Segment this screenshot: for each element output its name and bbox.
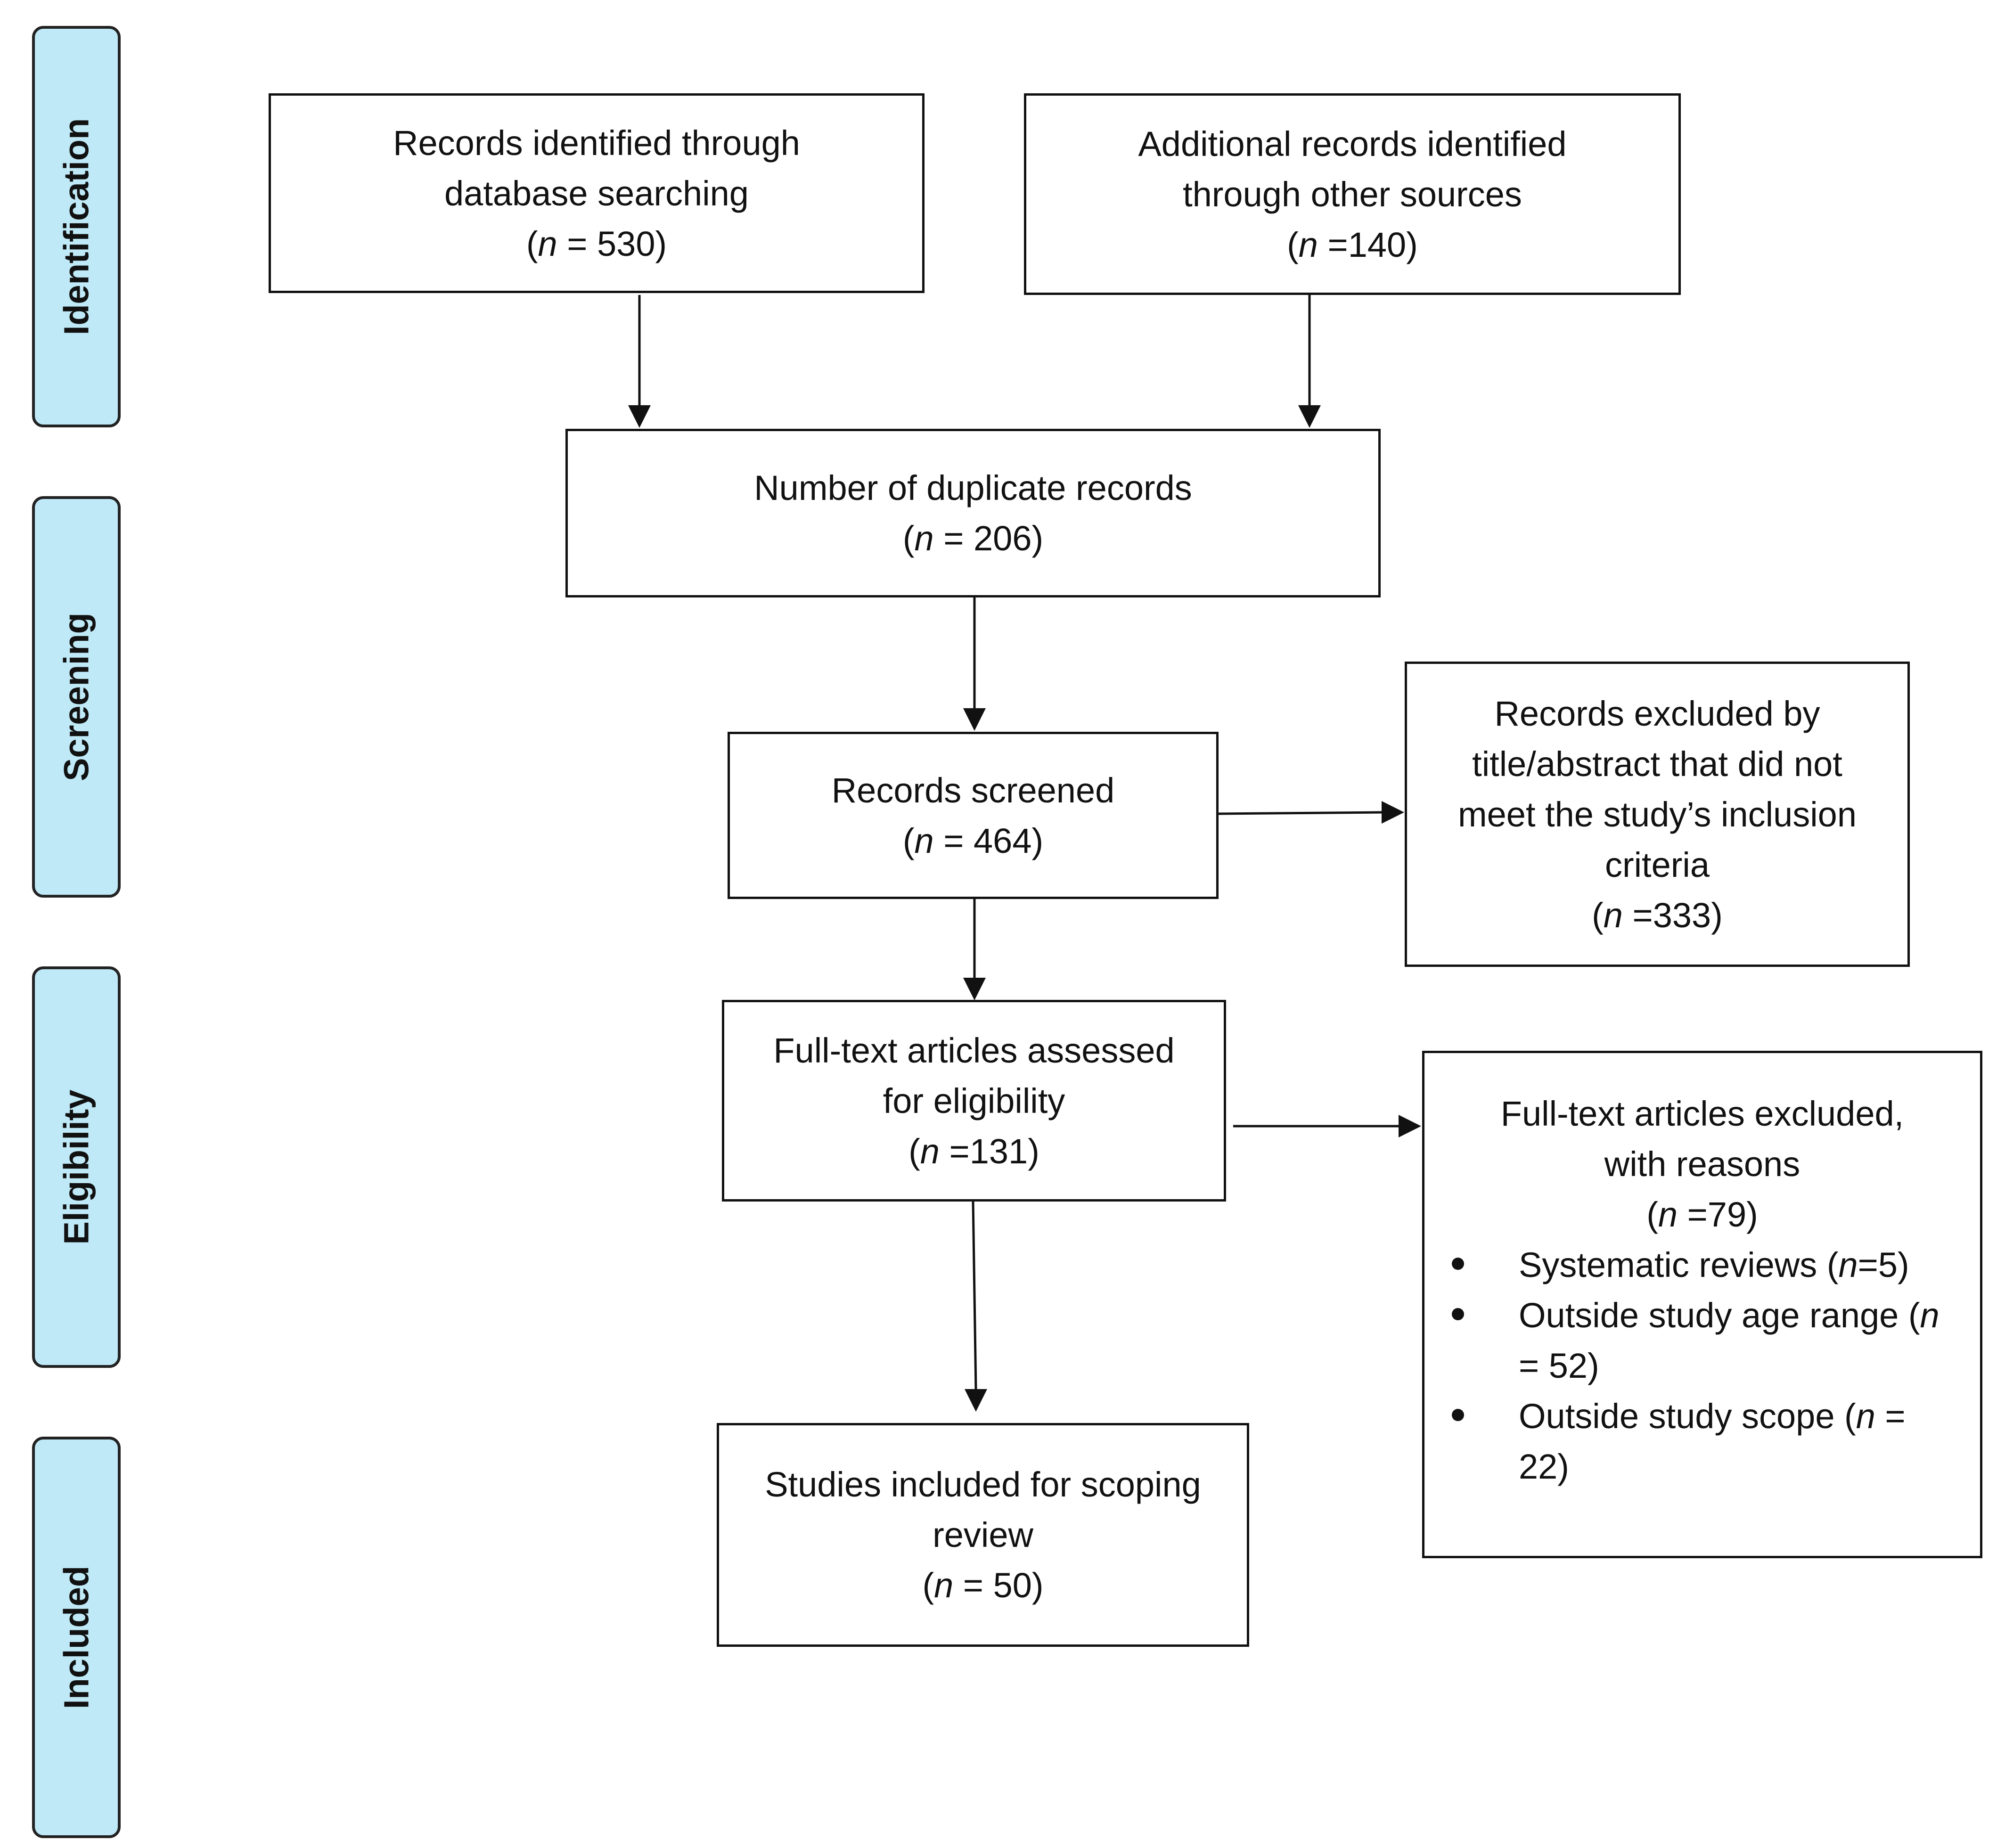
box-text: meet the study’s inclusion (1458, 794, 1857, 834)
arrow-fulltext-to-included (972, 1201, 977, 1390)
box-text: for eligibility (883, 1081, 1065, 1120)
n-label: n (1658, 1195, 1678, 1234)
n-label: n (1298, 225, 1318, 264)
n-label: n (914, 821, 934, 860)
box-text: Records screened (831, 770, 1115, 810)
n-value: =5) (1858, 1245, 1909, 1284)
box-duplicates: Number of duplicate records (n = 206) (565, 429, 1381, 597)
box-count: (n =131) (908, 1131, 1039, 1171)
list-item: Systematic reviews (n=5) (1424, 1240, 1980, 1290)
n-label: n (1603, 895, 1623, 935)
box-database-records: Records identified through database sear… (269, 93, 925, 293)
n-value: =333 (1622, 895, 1711, 935)
box-text: Number of duplicate records (754, 468, 1192, 507)
n-value: = 22) (1519, 1397, 1906, 1486)
box-other-sources: Additional records identified through ot… (1024, 93, 1681, 295)
list-item: Outside study age range (n = 52) (1424, 1290, 1980, 1391)
stage-included: Included (32, 1437, 121, 1838)
box-count: (n = 464) (902, 821, 1044, 860)
box-fulltext-excluded: Full-text articles excluded, with reason… (1422, 1051, 1982, 1558)
box-text: review (933, 1515, 1033, 1554)
box-count: (n = 206) (902, 519, 1044, 558)
n-value: = 530 (557, 224, 655, 263)
box-text: Full-text articles excluded, (1500, 1094, 1904, 1133)
box-records-screened: Records screened (n = 464) (728, 732, 1219, 899)
box-text: with reasons (1604, 1145, 1800, 1184)
n-label: n (1920, 1296, 1940, 1335)
arrowhead (628, 405, 651, 428)
arrowhead (965, 1389, 987, 1412)
exclusion-reasons-list: Systematic reviews (n=5) Outside study a… (1424, 1240, 1980, 1492)
box-text: Studies included for scoping (765, 1465, 1201, 1504)
n-label: n (920, 1131, 940, 1171)
n-label: n (1838, 1245, 1858, 1284)
arrowhead (1382, 801, 1404, 824)
box-fulltext-assessed: Full-text articles assessed for eligibil… (722, 1000, 1226, 1202)
box-text: criteria (1604, 845, 1710, 884)
n-value: = 206 (933, 519, 1032, 558)
box-text: Full-text articles assessed (773, 1030, 1175, 1070)
arrowhead (1298, 405, 1321, 428)
n-value: =79 (1678, 1195, 1747, 1234)
box-count: (n = 50) (922, 1566, 1044, 1605)
box-count: (n = 530) (526, 224, 667, 263)
box-count: (n =140) (1287, 225, 1418, 264)
stage-identification: Identification (32, 26, 121, 427)
reason-label: Outside study scope ( (1519, 1397, 1856, 1436)
stage-eligibility: Eligibility (32, 966, 121, 1368)
n-value: =140 (1318, 225, 1407, 264)
n-label: n (1856, 1397, 1875, 1436)
arrowhead (963, 978, 986, 1000)
box-text: Additional records identified (1138, 124, 1567, 164)
box-count: (n =333) (1592, 895, 1723, 935)
list-item: Outside study scope (n = 22) (1424, 1391, 1980, 1492)
stage-screening: Screening (32, 496, 121, 898)
n-label: n (914, 519, 934, 558)
box-text: title/abstract that did not (1472, 744, 1842, 784)
n-value: = 464 (933, 821, 1032, 860)
n-value: = 50 (953, 1566, 1032, 1605)
box-text: Records excluded by (1494, 694, 1820, 733)
box-studies-included: Studies included for scoping review (n =… (717, 1423, 1249, 1647)
arrowhead (1399, 1115, 1421, 1137)
n-label: n (538, 224, 557, 263)
box-records-excluded: Records excluded by title/abstract that … (1405, 662, 1910, 967)
arrow-screened-to-excluded (1218, 811, 1382, 815)
box-text: Records identified through (393, 123, 800, 163)
reason-label: Systematic reviews ( (1519, 1245, 1839, 1284)
box-text: through other sources (1183, 174, 1522, 214)
reason-label: Outside study age range ( (1519, 1296, 1920, 1335)
n-value: = 52) (1519, 1346, 1599, 1385)
n-value: =131 (939, 1131, 1028, 1171)
n-label: n (934, 1566, 954, 1605)
box-count: (n =79) (1646, 1195, 1758, 1234)
arrowhead (963, 708, 986, 731)
box-text: database searching (444, 173, 749, 213)
